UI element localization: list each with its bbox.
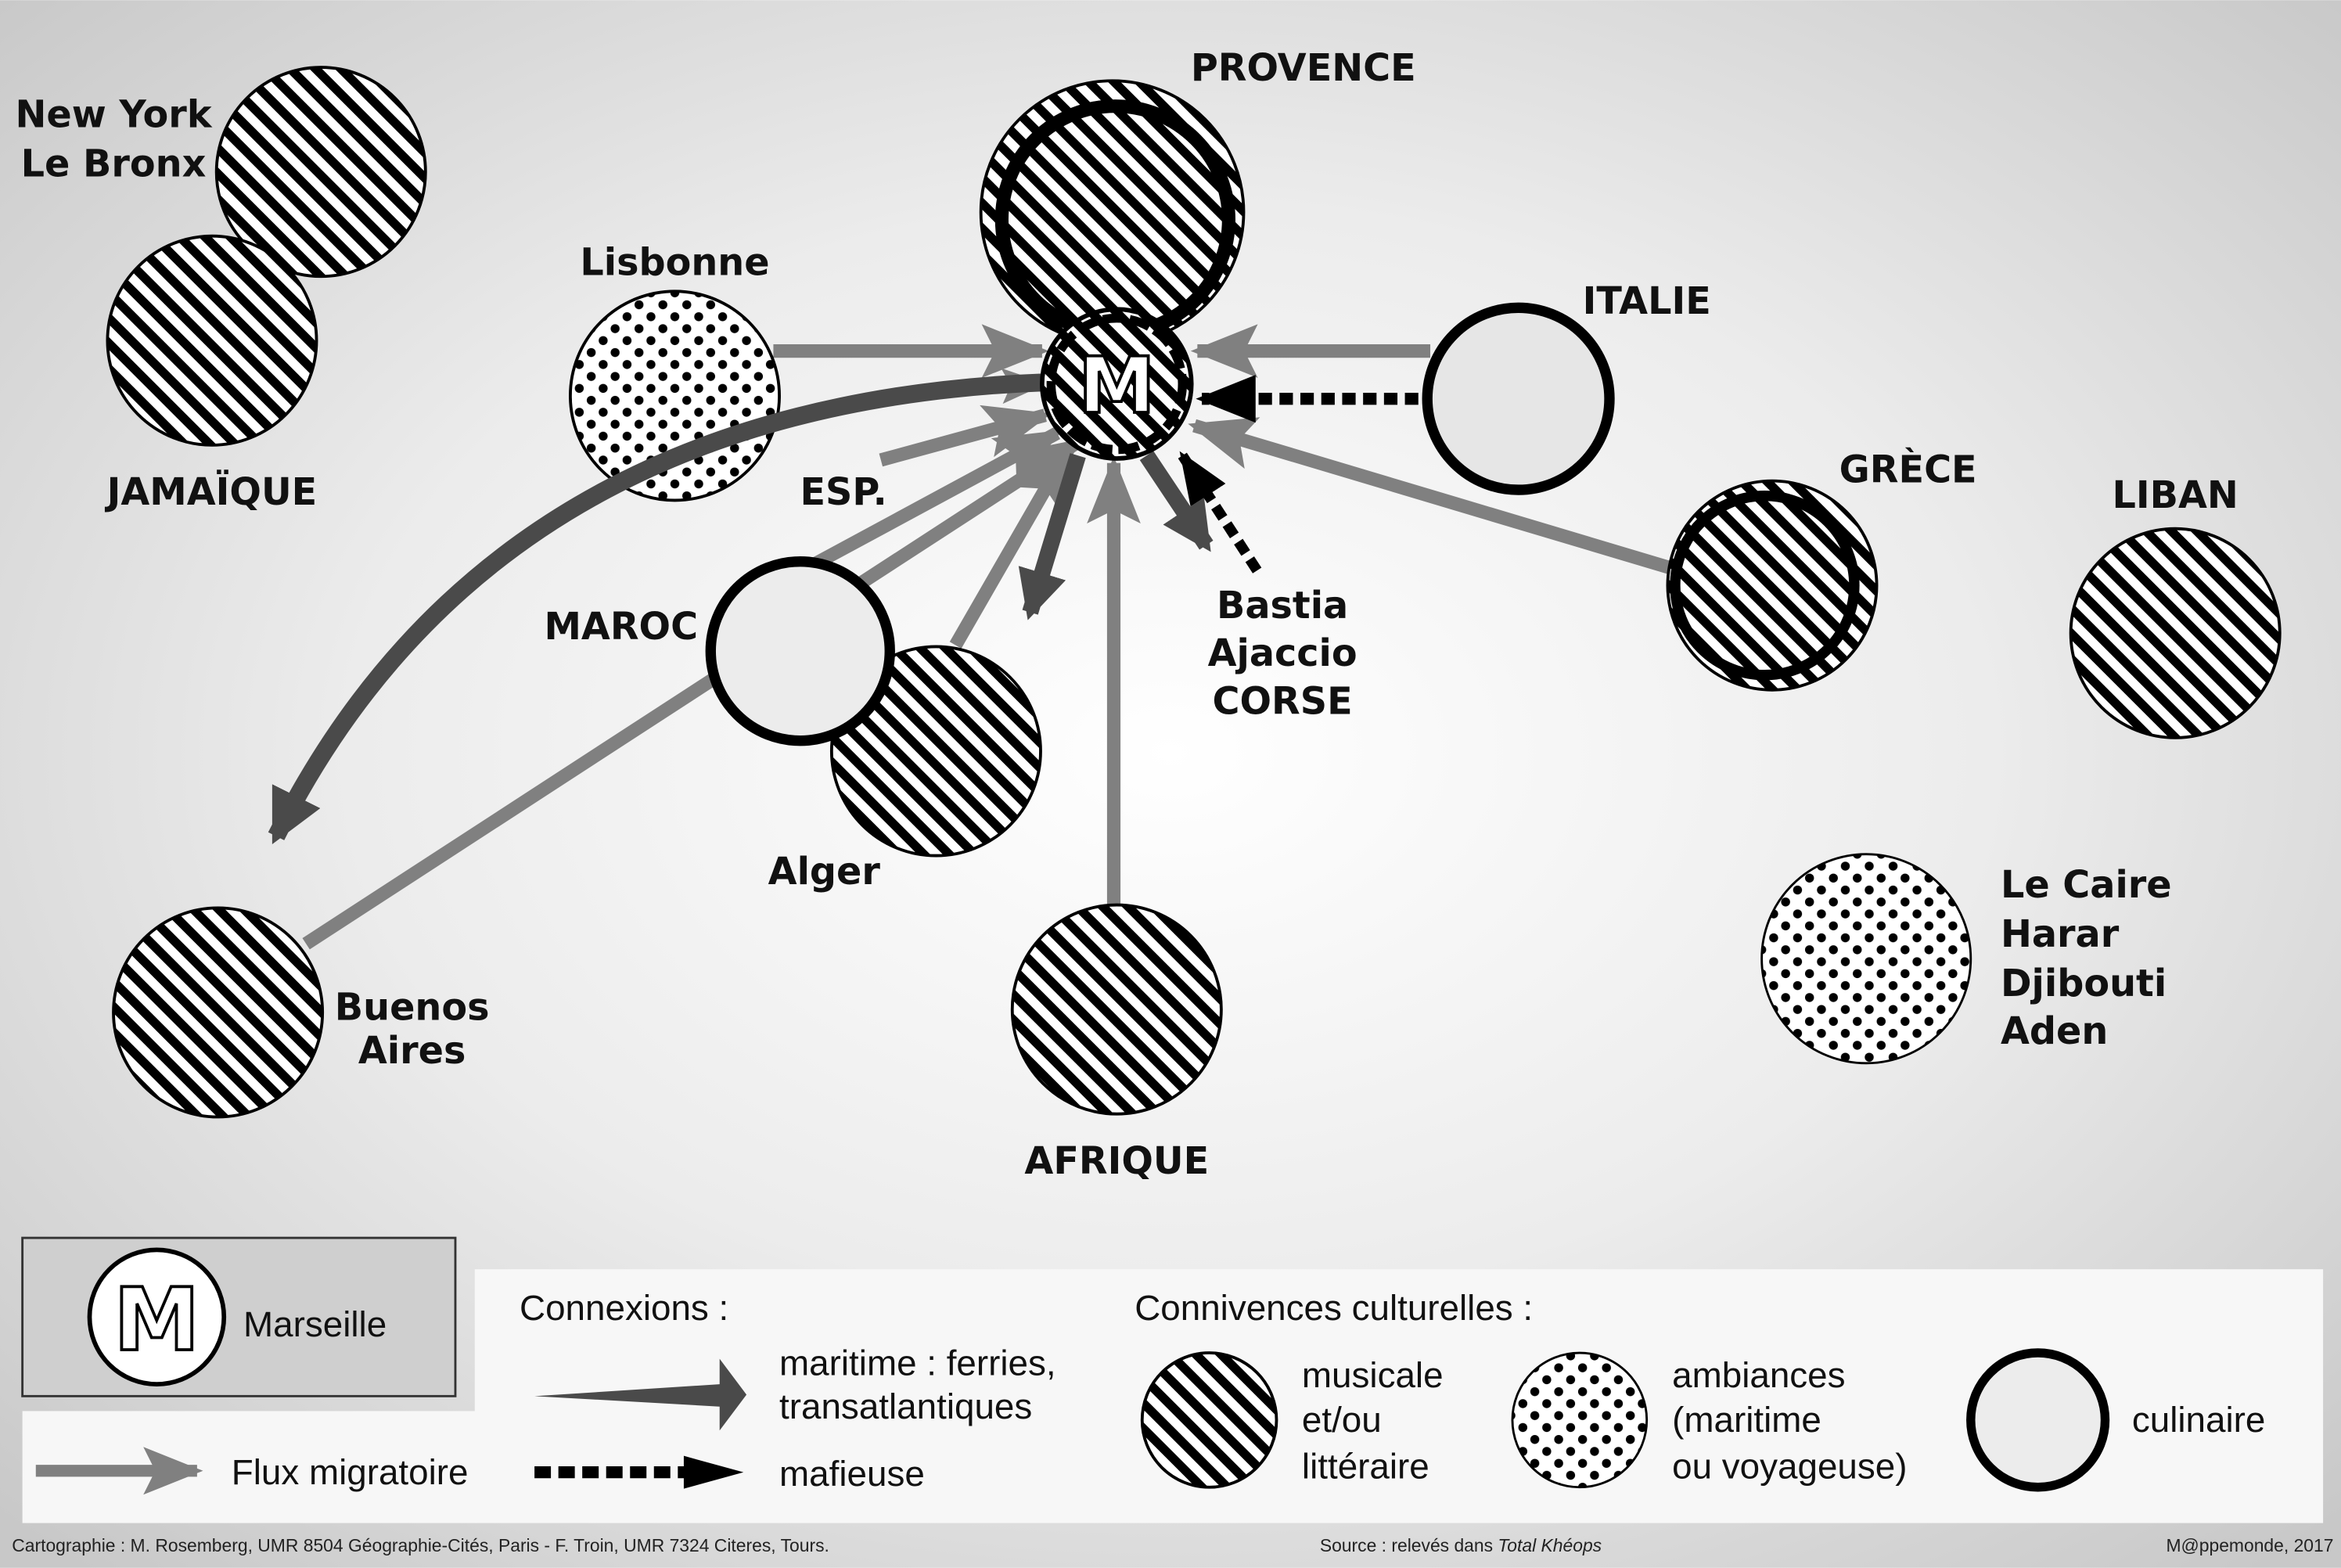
legend-ambiances-3: ou voyageuse): [1672, 1446, 1907, 1486]
label-harar: Harar: [2001, 913, 2120, 956]
footer-credits: Cartographie : M. Rosemberg, UMR 8504 Gé…: [12, 1535, 829, 1555]
label-aires: Aires: [358, 1030, 466, 1073]
place-labels: New York Le Bronx JAMAÏQUE PROVENCE Lisb…: [15, 47, 2238, 1183]
marseille-symbol: M: [1078, 341, 1156, 431]
maritime-arrow-alger: [1018, 453, 1086, 620]
footer-publisher: M@ppemonde, 2017: [2166, 1535, 2333, 1555]
legend-maritime-arrow: [534, 1358, 747, 1431]
legend-marseille-m: M: [113, 1270, 200, 1371]
legend-marseille-box: [21, 1236, 457, 1397]
mafieuse-arrows: [1178, 375, 1419, 574]
circle-alger: [829, 645, 1042, 858]
label-le-caire: Le Caire: [2001, 864, 2172, 907]
label-provence: PROVENCE: [1191, 47, 1416, 90]
legend-musicale-2: et/ou: [1302, 1400, 1382, 1440]
legend-maritime-label-2: transatlantiques: [779, 1386, 1032, 1426]
legend-musicale-swatch: [1140, 1351, 1278, 1489]
footer-source-title: Total Khéops: [1498, 1535, 1602, 1555]
label-grece: GRÈCE: [1839, 448, 1977, 492]
circle-newyork: [214, 66, 427, 279]
footer-source: Source : relevés dans Total Khéops: [1320, 1535, 1602, 1555]
label-maroc: MAROC: [544, 606, 698, 649]
legend-mafieuse-arrowhead: [683, 1455, 744, 1489]
circle-buenos-aires: [112, 906, 325, 1119]
label-bastia: Bastia: [1217, 584, 1348, 628]
circle-italie: [1422, 302, 1615, 495]
legend-flux-label: Flux migratoire: [232, 1452, 469, 1492]
label-esp: ESP.: [800, 471, 886, 514]
circle-grece: [1666, 479, 1879, 692]
label-buenos: Buenos: [335, 986, 490, 1029]
maritime-arrow-corse: [1139, 451, 1214, 552]
label-corse: CORSE: [1213, 680, 1353, 723]
legend-marseille-symbol: [87, 1247, 227, 1386]
label-jamaique: JAMAÏQUE: [105, 469, 318, 514]
label-italie: ITALIE: [1583, 280, 1711, 323]
mafieuse-arrow-corse: [1178, 451, 1262, 574]
circle-afrique: [1010, 903, 1223, 1116]
legend-connexions-title: Connexions :: [520, 1288, 728, 1328]
label-newyork: New York: [15, 93, 212, 136]
legend-mafieuse-label: mafieuse: [779, 1454, 925, 1494]
circle-maroc: [705, 556, 895, 746]
footer-source-prefix: Source : relevés dans: [1320, 1535, 1498, 1555]
label-lisbonne: Lisbonne: [580, 241, 769, 284]
flux-arrow-buenos-aires: [302, 436, 1084, 950]
maritime-arrows: [268, 373, 1214, 845]
legend-marseille-label: Marseille: [243, 1304, 387, 1344]
legend-culinaire-swatch: [1966, 1348, 2110, 1492]
legend-maritime-label-1: maritime : ferries,: [779, 1343, 1056, 1383]
legend: M Marseille Flux migratoire Connexions :…: [21, 1236, 2324, 1523]
circle-provence: [979, 79, 1246, 345]
marseille-node: M: [1040, 307, 1194, 461]
circle-jamaique: [106, 234, 318, 447]
legend-musicale-1: musicale: [1302, 1355, 1444, 1395]
flux-arrow-grece: [1188, 417, 1671, 574]
legend-musicale-3: littéraire: [1302, 1446, 1429, 1486]
legend-culinaire-label: culinaire: [2132, 1400, 2266, 1440]
label-afrique: AFRIQUE: [1024, 1140, 1209, 1183]
footer: Cartographie : M. Rosemberg, UMR 8504 Gé…: [12, 1535, 2333, 1555]
label-liban: LIBAN: [2113, 474, 2239, 517]
circle-liban: [2069, 527, 2282, 739]
legend-connivences-title: Connivences culturelles :: [1135, 1288, 1533, 1328]
circle-le-caire: [1760, 853, 1972, 1065]
maritime-arrow-buenos-aires: [268, 373, 1046, 845]
label-djibouti: Djibouti: [2001, 962, 2167, 1005]
label-bronx: Le Bronx: [21, 142, 207, 185]
flux-arrow-espagne: [879, 405, 1052, 467]
circle-lisbonne: [569, 290, 781, 502]
circles: [106, 66, 2282, 1119]
legend-ambiances-1: ambiances: [1672, 1355, 1845, 1395]
label-aden: Aden: [2001, 1010, 2108, 1053]
label-alger: Alger: [768, 851, 881, 894]
label-ajaccio: Ajaccio: [1208, 632, 1357, 675]
legend-ambiances-2: (maritime: [1672, 1400, 1821, 1440]
legend-ambiances-swatch: [1511, 1351, 1649, 1489]
circle-grece-ring: [1670, 491, 1860, 681]
